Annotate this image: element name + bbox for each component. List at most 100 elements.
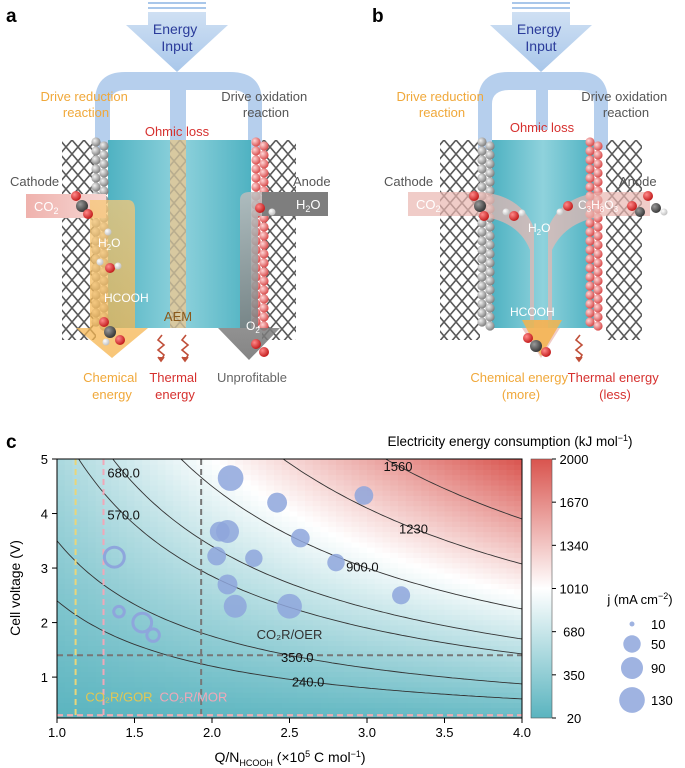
h2o-label-b: H2O (528, 221, 550, 237)
catalyst-particle (477, 317, 487, 327)
catalyst-particle (91, 146, 101, 156)
contour-label: 240.0 (292, 675, 325, 690)
contour-label: 680.0 (107, 465, 140, 480)
y-tick-label: 4 (41, 507, 48, 522)
y-tick-label: 1 (41, 670, 48, 685)
y-axis-label: Cell voltage (V) (7, 540, 23, 636)
data-point (217, 465, 244, 491)
size-legend-label: 10 (651, 617, 665, 632)
x-tick-label: 3.5 (435, 725, 453, 740)
catalyst-particle (485, 249, 495, 259)
catalyst-particle (259, 222, 269, 232)
catalyst-particle (485, 321, 495, 331)
catalyst-particle (99, 177, 109, 187)
cathode-label-b: Cathode (384, 174, 433, 189)
catalyst-particle (585, 182, 595, 192)
catalyst-particle (593, 240, 603, 250)
data-point (216, 520, 239, 544)
catalyst-particle (485, 240, 495, 250)
catalyst-particle (251, 182, 261, 192)
molecules-a (71, 191, 276, 357)
catalyst-particle (585, 254, 595, 264)
y-flow-b (408, 192, 650, 358)
catalyst-particle (485, 276, 495, 286)
x-tick-label: 2.5 (280, 725, 298, 740)
anode-label-b: Anode (619, 174, 657, 189)
catalyst-particle (259, 141, 269, 151)
catalyst-particle (585, 227, 595, 237)
thermal-energy-label-b: Thermal energy (less) (568, 370, 663, 402)
o2-label: O2 (246, 319, 260, 335)
anode-mesh-b (606, 140, 642, 340)
catalyst-particle (91, 155, 101, 165)
colorbar-tick-label: 20 (567, 711, 581, 726)
data-points (102, 465, 411, 643)
catalyst-particle (585, 245, 595, 255)
catalyst-particle (485, 177, 495, 187)
x-tick-label: 1.5 (125, 725, 143, 740)
catalyst-particle (251, 164, 261, 174)
x-tick-label: 2.0 (203, 725, 221, 740)
catalyst-particle (585, 218, 595, 228)
catalyst-particle (477, 227, 487, 237)
catalyst-particle (585, 290, 595, 300)
colorbar (530, 458, 553, 719)
data-point (354, 486, 374, 505)
catalyst-particle (485, 159, 495, 169)
energy-input-arrow-b (490, 2, 592, 72)
catalyst-particle (585, 173, 595, 183)
c3h8o3-label: C3H8O3 (578, 198, 619, 214)
catalyst-particle (593, 258, 603, 268)
size-legend-label: 90 (651, 661, 665, 676)
y-tick-label: 2 (41, 616, 48, 631)
x-tick-label: 4.0 (513, 725, 531, 740)
catalyst-particle (477, 281, 487, 291)
catalyst-particle (251, 155, 261, 165)
catalyst-particle (593, 159, 603, 169)
catalyst-particle (485, 141, 495, 151)
colorbar-tick-label: 350 (563, 668, 585, 683)
reference-lines (57, 459, 522, 718)
unprofitable-label: Unprofitable (217, 370, 287, 385)
unprofitable-arrow (218, 192, 280, 360)
reference-label: CO₂R/GOR (85, 690, 152, 705)
catalyst-particle (477, 245, 487, 255)
drive-reduction-label-b: Drive reduction reaction (396, 89, 487, 120)
catalyst-particle (477, 254, 487, 264)
catalyst-particle (593, 267, 603, 277)
drive-oxidation-label-b: Drive oxidation reaction (581, 89, 671, 120)
catalyst-particle (259, 267, 269, 277)
cathode-catalyst-particles-b (477, 137, 495, 331)
size-legend-marker (629, 621, 635, 627)
co2-label: CO2 (34, 199, 59, 216)
energy-distribution-arch (95, 72, 262, 150)
catalyst-particle (585, 155, 595, 165)
catalyst-particle (485, 222, 495, 232)
catalyst-particle (259, 294, 269, 304)
catalyst-particle (593, 168, 603, 178)
catalyst-particle (251, 146, 261, 156)
catalyst-particle (485, 294, 495, 304)
catalyst-particle (593, 312, 603, 322)
ohmic-branch (170, 90, 186, 140)
catalyst-particle (585, 281, 595, 291)
catalyst-particle (485, 312, 495, 322)
heat-squiggles-a (156, 334, 190, 363)
catalyst-particle (477, 137, 487, 147)
h2o-cathode-label: H2O (98, 236, 120, 252)
size-legend-label: 130 (651, 693, 673, 708)
catalyst-particle (259, 150, 269, 160)
data-point-hollow (112, 604, 126, 619)
colorbar-title: Electricity energy consumption (kJ mol−1… (387, 433, 632, 449)
contour-line (57, 600, 522, 700)
chemical-energy-arrow (76, 200, 148, 358)
contour-label: 570.0 (107, 507, 140, 522)
catalyst-particle (585, 272, 595, 282)
catalyst-particle (91, 137, 101, 147)
catalyst-particle (485, 303, 495, 313)
data-point-hollow (145, 627, 161, 643)
catalyst-particle (477, 236, 487, 246)
